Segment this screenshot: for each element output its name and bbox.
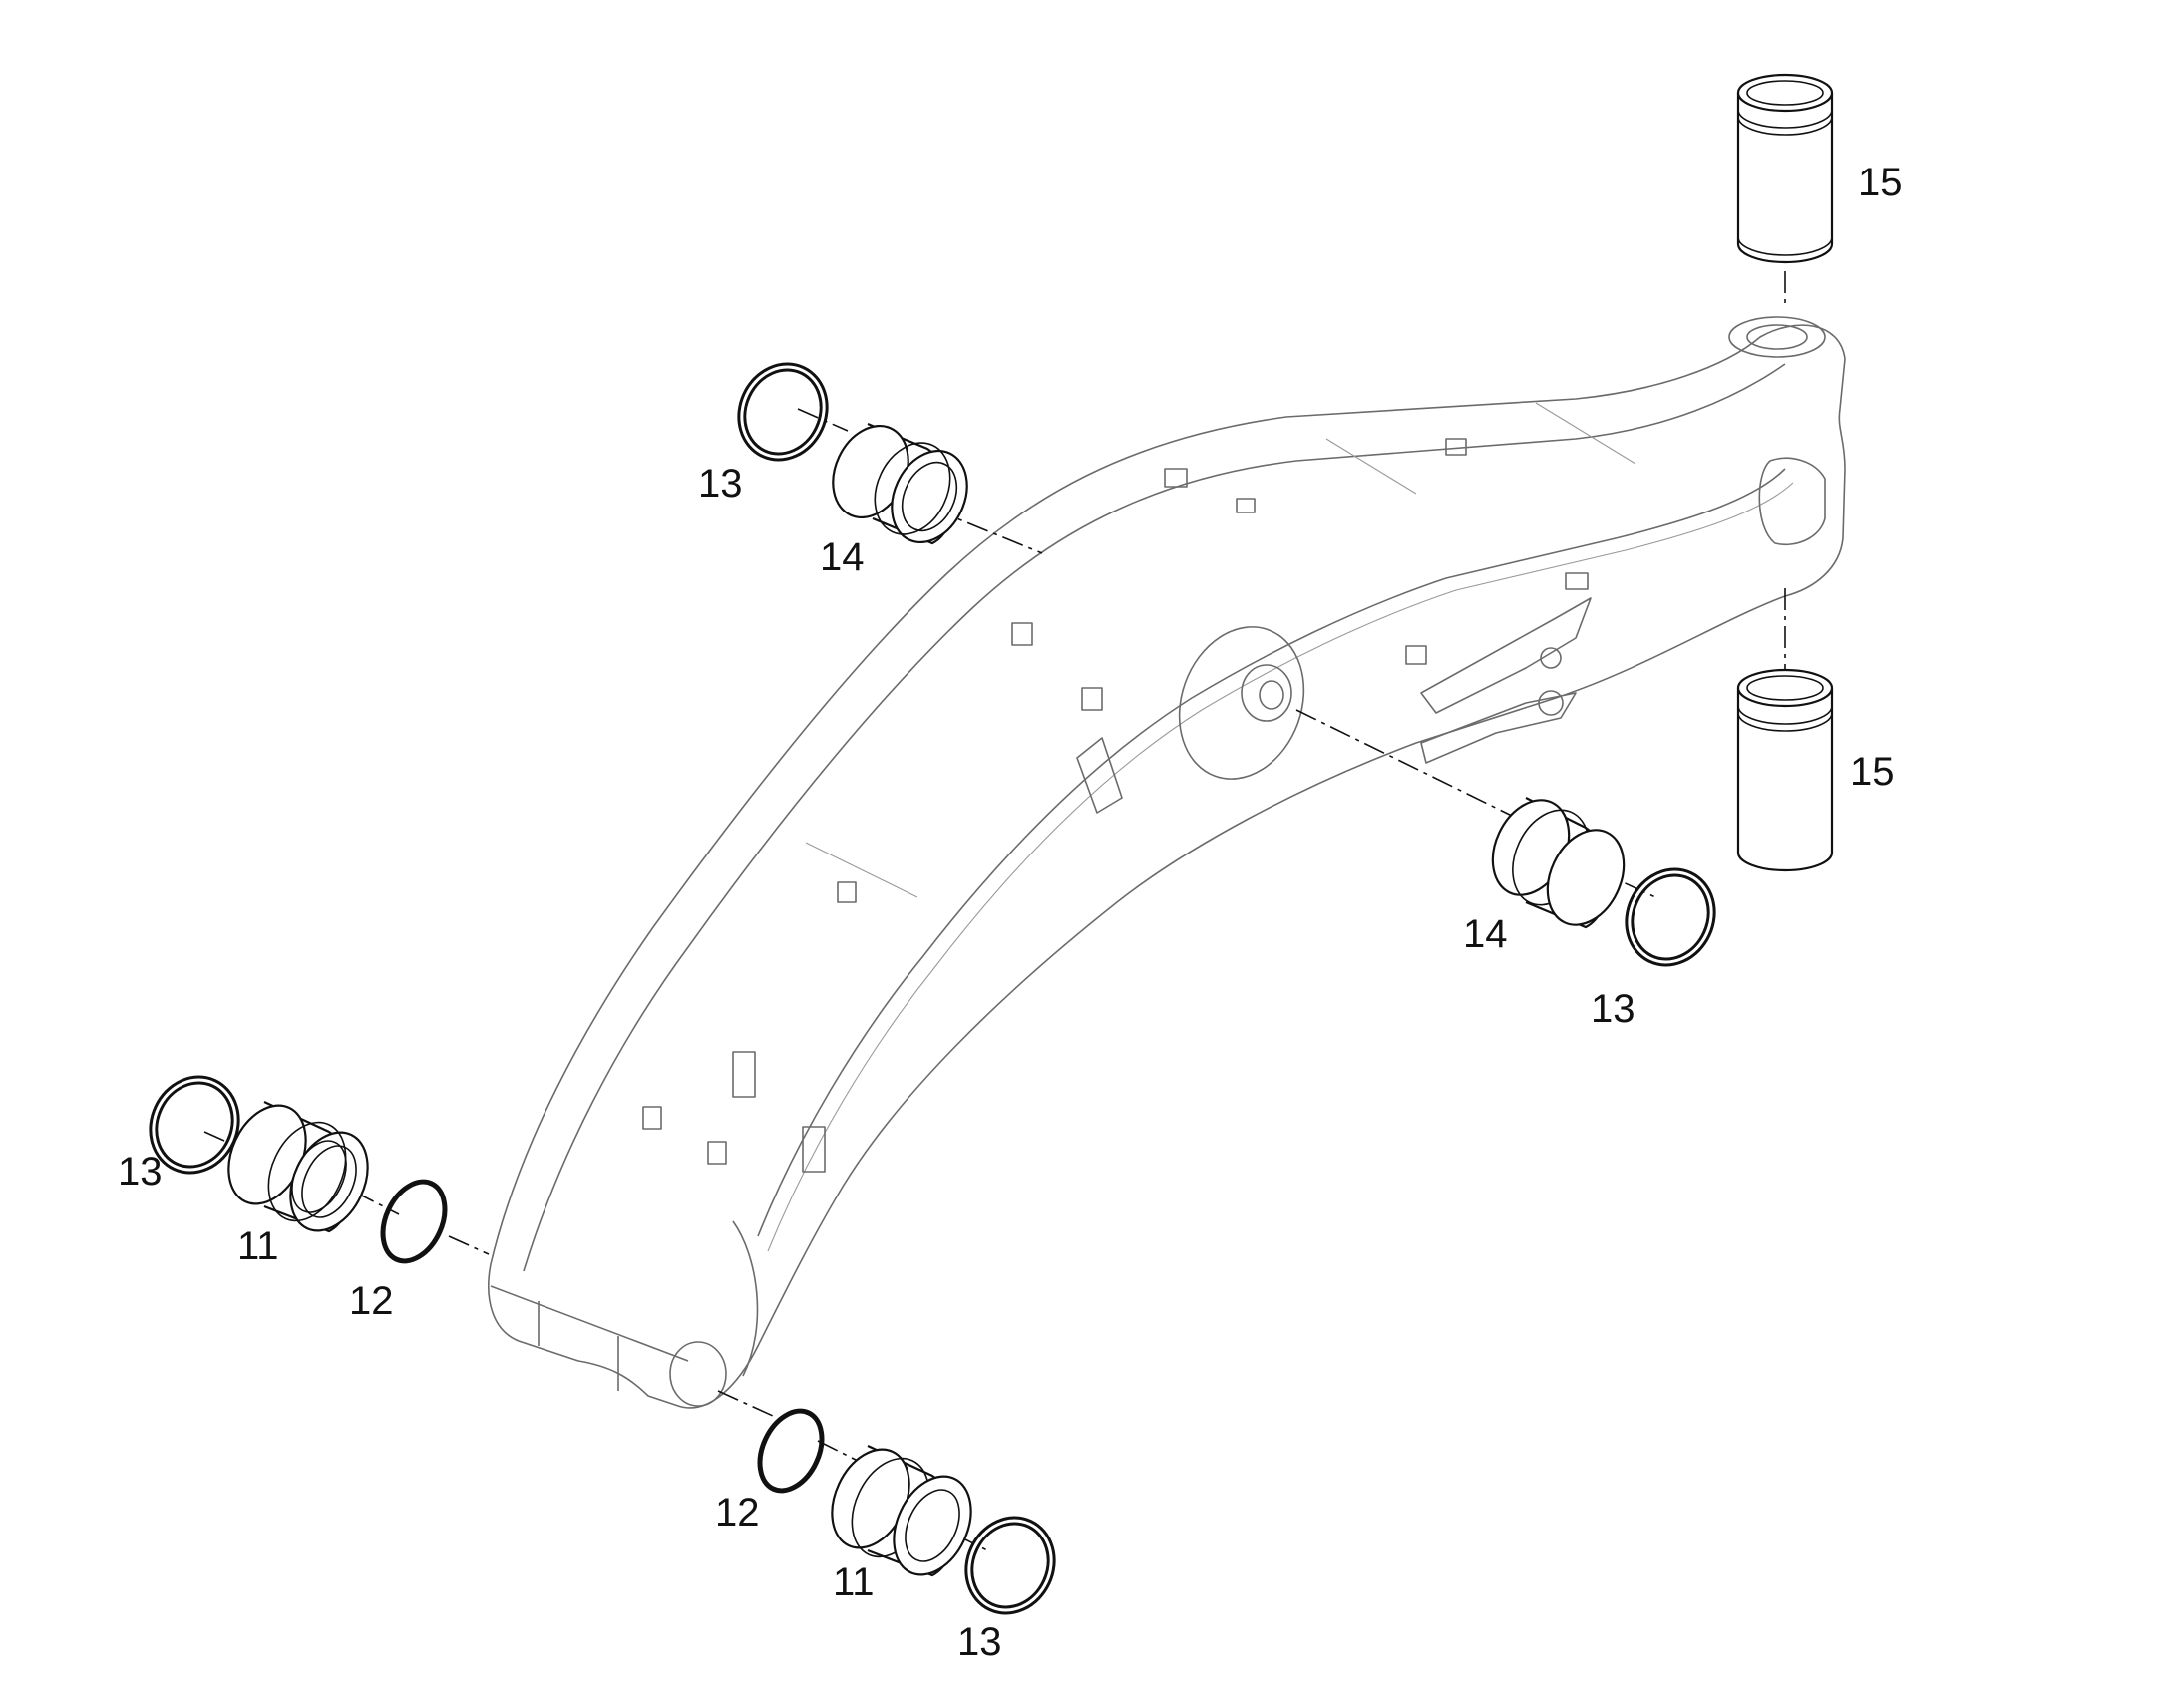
callout-labels: 15 15 14 13 14 13 13 11 12 12 11 13 xyxy=(118,161,1903,1664)
callout-14-top: 14 xyxy=(820,535,865,579)
pin-sleeve-15-upper xyxy=(1736,73,1834,264)
snap-ring-12-left xyxy=(380,1179,448,1264)
callout-13-bottom: 13 xyxy=(957,1620,1002,1664)
callout-11-bottom: 11 xyxy=(833,1560,875,1604)
callout-13-center: 13 xyxy=(1591,987,1635,1031)
callout-11-left: 11 xyxy=(237,1224,279,1268)
seal-ring-13-left xyxy=(149,1075,240,1175)
seal-ring-13-bottom xyxy=(964,1516,1056,1615)
pin-sleeve-15-lower xyxy=(1736,668,1834,872)
bushing-14-center xyxy=(1491,797,1626,929)
snap-ring-12-bottom xyxy=(757,1408,825,1494)
callout-15-lower: 15 xyxy=(1850,750,1895,794)
callout-13-left: 13 xyxy=(118,1150,163,1194)
callout-13-top: 13 xyxy=(698,462,743,506)
bushing-11-left xyxy=(227,1101,369,1233)
callout-12-left: 12 xyxy=(349,1279,394,1323)
seal-ring-13-top xyxy=(737,362,829,462)
callout-14-center: 14 xyxy=(1463,912,1508,956)
boom-arm xyxy=(488,316,1846,1409)
callout-12-bottom: 12 xyxy=(715,1491,760,1535)
bushing-11-bottom xyxy=(831,1445,972,1577)
bushing-14-top xyxy=(832,422,968,545)
callout-15-upper: 15 xyxy=(1858,161,1903,204)
seal-ring-13-center xyxy=(1625,867,1716,967)
